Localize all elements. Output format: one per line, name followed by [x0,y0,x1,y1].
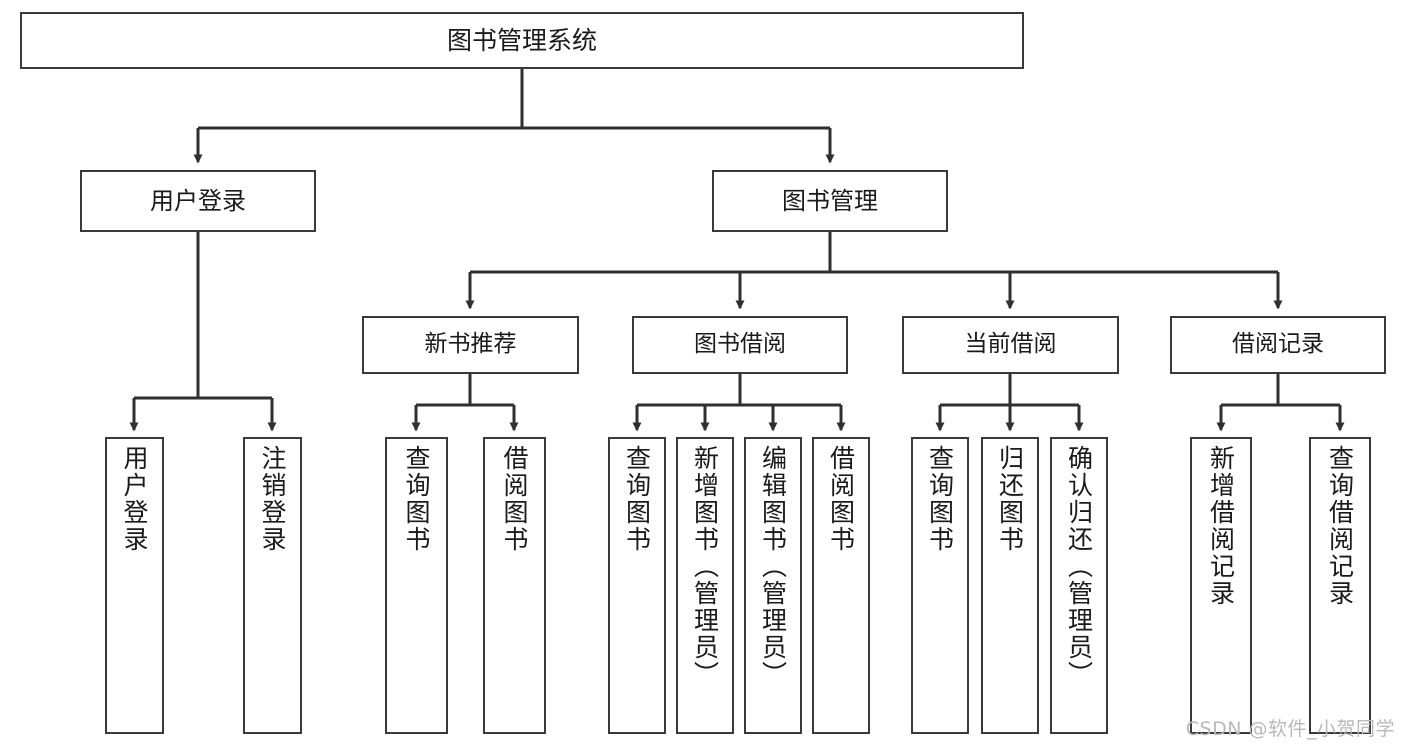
leaf-borrow-book[interactable]: 借阅图书 [812,437,870,734]
node-borrow-record[interactable]: 借阅记录 [1170,316,1386,374]
node-root-system[interactable]: 图书管理系统 [20,12,1024,69]
leaf-query-book-current[interactable]: 查询图书 [911,437,969,734]
leaf-add-borrow-record[interactable]: 新增借阅记录 [1190,437,1252,734]
node-label: 新书推荐 [424,331,517,358]
node-current-borrow[interactable]: 当前借阅 [902,316,1119,374]
leaf-query-book-borrow[interactable]: 查询图书 [608,437,666,734]
node-label: 借阅记录 [1232,331,1324,358]
node-label: 用户登录 [120,445,149,553]
node-label: 查询借阅记录 [1325,445,1355,607]
node-label: 注销登录 [258,445,287,553]
node-label: 借阅图书 [500,445,529,553]
leaf-edit-book-admin[interactable]: 编辑图书（管理员） [744,437,802,734]
node-label: 图书借阅 [694,331,786,358]
leaf-borrow-book-recommend[interactable]: 借阅图书 [483,437,546,734]
node-label: 借阅图书 [826,445,856,553]
node-label: 新增借阅记录 [1206,445,1236,607]
leaf-logout[interactable]: 注销登录 [243,437,302,734]
node-label: 图书管理系统 [446,25,597,55]
node-label: 用户登录 [150,186,246,215]
watermark-text: CSDN @软件_小贺同学 [1185,718,1395,740]
node-book-management[interactable]: 图书管理 [712,170,948,232]
node-book-borrow[interactable]: 图书借阅 [632,316,848,374]
node-user-login[interactable]: 用户登录 [80,170,316,232]
node-label: 编辑图书（管理员） [758,445,788,688]
node-label: 查询图书 [402,445,431,553]
node-label: 查询图书 [622,445,652,553]
leaf-query-borrow-record[interactable]: 查询借阅记录 [1309,437,1371,734]
node-new-book-recommend[interactable]: 新书推荐 [362,316,579,374]
node-label: 当前借阅 [964,331,1057,358]
node-label: 确认归还（管理员） [1064,445,1094,688]
leaf-user-login[interactable]: 用户登录 [105,437,164,734]
leaf-confirm-return-admin[interactable]: 确认归还（管理员） [1050,437,1108,734]
node-label: 图书管理 [782,186,878,215]
leaf-query-book-recommend[interactable]: 查询图书 [385,437,448,734]
node-label: 查询图书 [925,445,955,553]
leaf-add-book-admin[interactable]: 新增图书（管理员） [676,437,734,734]
node-label: 归还图书 [995,445,1025,553]
node-label: 新增图书（管理员） [690,445,720,688]
leaf-return-book[interactable]: 归还图书 [981,437,1039,734]
